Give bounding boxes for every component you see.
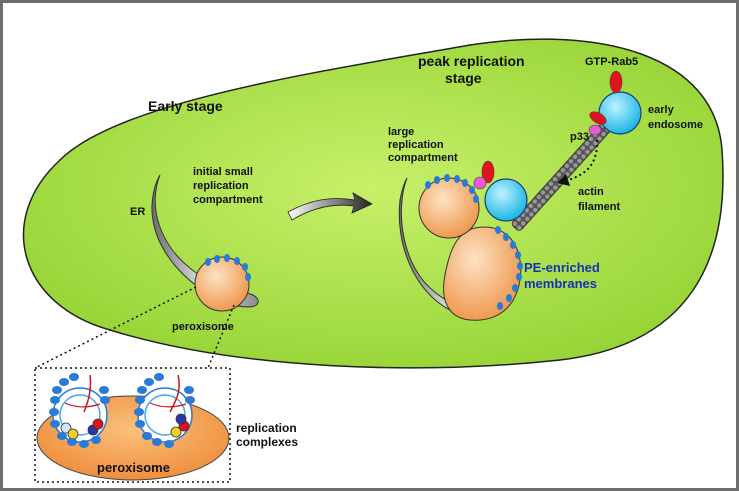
label-p33: p33 — [570, 131, 589, 143]
label-replication-complexes-1: replication — [236, 421, 297, 435]
label-initial-2: replication — [193, 180, 249, 192]
p33-endosome — [588, 124, 602, 136]
rab5-docked — [481, 160, 495, 184]
peroxisome-early — [194, 256, 250, 312]
progression-arrow — [287, 192, 373, 221]
label-actin-2: filament — [578, 201, 621, 213]
label-early-endosome-2: endosome — [648, 119, 703, 131]
inset-dots — [49, 373, 195, 448]
zoom-line-left — [34, 286, 197, 369]
label-pe-2: membranes — [524, 276, 597, 291]
transport-arrow — [567, 139, 599, 181]
label-initial-3: compartment — [193, 194, 263, 206]
label-early-endosome-1: early — [648, 104, 675, 116]
peroxisome-large — [443, 226, 522, 321]
replication-dots-peak — [425, 174, 523, 310]
label-early-stage: Early stage — [148, 98, 223, 114]
label-er: ER — [130, 206, 145, 218]
label-large-2: replication — [388, 139, 444, 151]
rab5-endosome — [609, 70, 623, 94]
label-large-3: compartment — [388, 152, 458, 164]
rab5-endosome-side — [589, 111, 607, 125]
spherule-left — [52, 374, 108, 443]
label-pe-1: PE-enriched — [524, 260, 600, 275]
label-inset-peroxisome: peroxisome — [97, 460, 170, 475]
early-endosome — [598, 91, 642, 135]
label-peroxisome: peroxisome — [172, 321, 234, 333]
transport-arrowhead — [557, 174, 570, 186]
p33-docked — [473, 176, 487, 190]
zoom-line-right — [207, 304, 235, 369]
label-gtp-rab5: GTP-Rab5 — [585, 56, 638, 68]
label-replication-complexes-2: complexes — [236, 435, 298, 449]
label-large-1: large — [388, 126, 414, 138]
label-peak-stage-1: peak replication — [418, 53, 525, 69]
replication-dots-early — [205, 254, 251, 281]
label-initial-1: initial small — [193, 166, 253, 178]
endosome-docked — [484, 178, 528, 222]
label-peak-stage-2: stage — [445, 70, 482, 86]
label-actin-1: actin — [578, 186, 604, 198]
